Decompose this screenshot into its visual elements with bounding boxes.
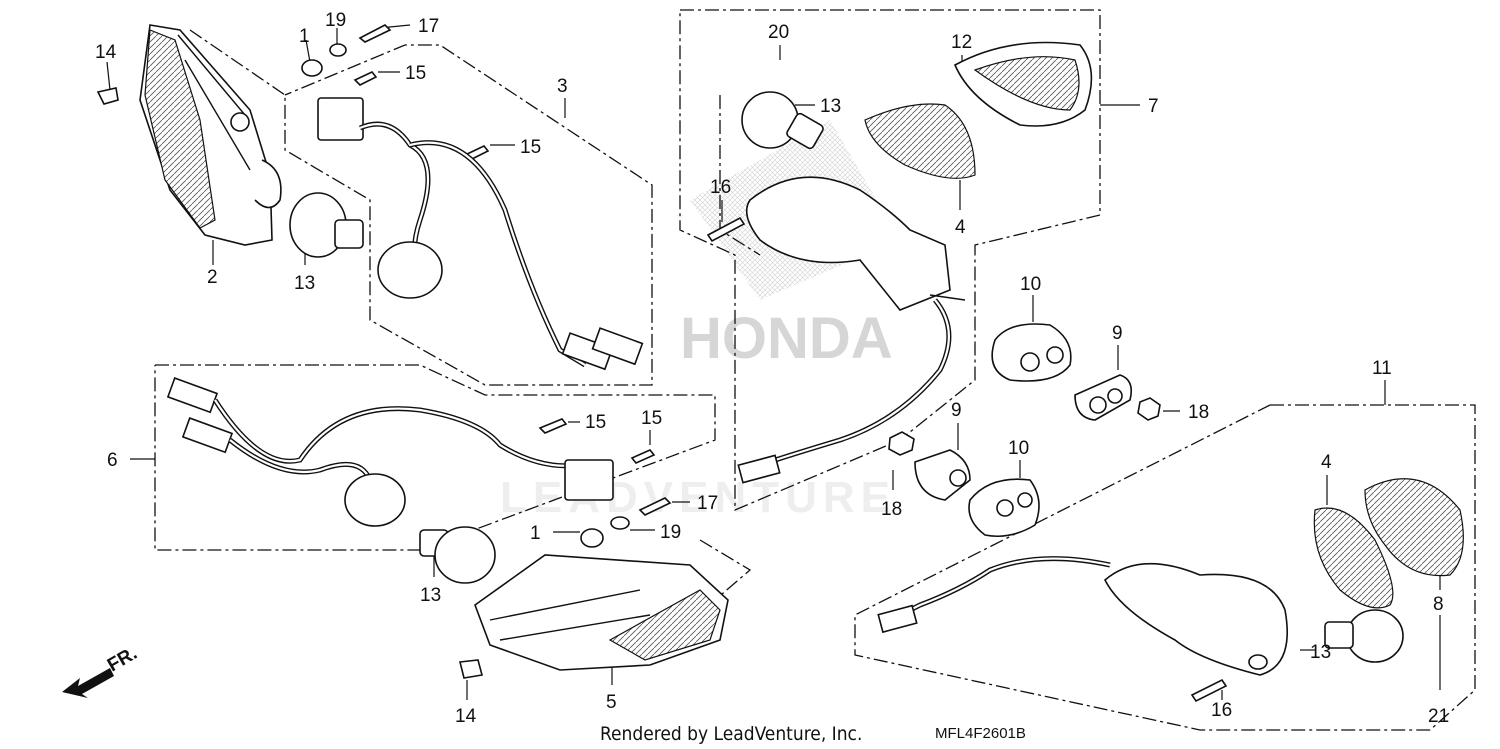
collar-lower bbox=[580, 528, 604, 548]
turn-signal-assembly-right bbox=[877, 556, 1288, 676]
nut-upper bbox=[1137, 397, 1161, 421]
callout-14a: 14 bbox=[95, 42, 117, 63]
rear-lens-group bbox=[864, 41, 1093, 179]
screw-15-top bbox=[353, 71, 378, 86]
turn-signal-lens-right bbox=[474, 554, 729, 671]
mount-collar-lower bbox=[914, 449, 971, 501]
callout-labels: 14 1 19 17 15 15 3 2 13 6 15 15 17 1 19 … bbox=[95, 10, 1449, 727]
callout-15d: 15 bbox=[641, 408, 662, 429]
callout-1a: 1 bbox=[299, 26, 310, 47]
assembly-outline-3 bbox=[189, 29, 653, 386]
callout-19b: 19 bbox=[660, 522, 681, 543]
callout-19a: 19 bbox=[325, 10, 346, 31]
washer-top bbox=[329, 43, 347, 57]
screw-15-lower-b bbox=[630, 449, 656, 464]
grommet-bottom bbox=[459, 659, 483, 679]
assembly-outline-7-20 bbox=[679, 9, 1101, 511]
callout-13b: 13 bbox=[420, 585, 441, 606]
callout-2: 2 bbox=[207, 267, 218, 288]
screw-17-top bbox=[358, 24, 392, 43]
callout-1b: 1 bbox=[530, 523, 541, 544]
grommet-top bbox=[96, 87, 119, 105]
callout-10a: 10 bbox=[1020, 274, 1041, 295]
callout-6: 6 bbox=[107, 450, 118, 471]
callout-14b: 14 bbox=[455, 706, 477, 727]
bulb-front-left bbox=[289, 192, 364, 258]
callout-17b: 17 bbox=[697, 493, 718, 514]
callout-15a: 15 bbox=[405, 63, 426, 84]
assembly-outline-11 bbox=[854, 404, 1476, 731]
footer-credit: Rendered by LeadVenture, Inc. bbox=[600, 723, 862, 745]
diagram-code: MFL4F2601B bbox=[935, 725, 1026, 742]
callout-20: 20 bbox=[768, 22, 789, 43]
callout-7: 7 bbox=[1148, 96, 1159, 117]
screw-16-top bbox=[706, 216, 746, 243]
washer-lower bbox=[610, 516, 630, 530]
callout-18b: 18 bbox=[881, 499, 902, 520]
turn-signal-lens-left bbox=[139, 24, 282, 246]
callout-3: 3 bbox=[557, 76, 568, 97]
wire-harness-left bbox=[317, 97, 644, 371]
callout-12: 12 bbox=[951, 32, 972, 53]
callout-18a: 18 bbox=[1188, 402, 1209, 423]
callout-16a: 16 bbox=[710, 177, 731, 198]
nut-lower bbox=[888, 431, 915, 456]
screw-16-bottom bbox=[1190, 678, 1228, 703]
callout-21: 21 bbox=[1428, 706, 1449, 727]
callout-13d: 13 bbox=[1310, 642, 1331, 663]
collar-top bbox=[301, 59, 323, 77]
callout-8: 8 bbox=[1433, 594, 1444, 615]
front-direction-arrow: FR. bbox=[62, 643, 141, 698]
mount-rubber-lower bbox=[968, 478, 1040, 538]
callout-13a: 13 bbox=[294, 273, 315, 294]
callout-11: 11 bbox=[1372, 358, 1392, 379]
callout-4a: 4 bbox=[955, 217, 966, 238]
lens-right-8 bbox=[1364, 478, 1464, 577]
callout-9a: 9 bbox=[1112, 323, 1123, 344]
callout-9b: 9 bbox=[951, 400, 962, 421]
screw-15-lower-a bbox=[538, 418, 568, 434]
honda-watermark-text: HONDA bbox=[680, 306, 893, 371]
callout-17a: 17 bbox=[418, 16, 439, 37]
callout-15b: 15 bbox=[520, 137, 541, 158]
assembly-outline-6 bbox=[154, 364, 716, 551]
callout-4b: 4 bbox=[1321, 452, 1332, 473]
callout-15c: 15 bbox=[585, 412, 606, 433]
bulb-rear-top bbox=[741, 91, 824, 150]
assembly-outline-5 bbox=[699, 539, 752, 601]
mount-collar-upper bbox=[1074, 374, 1133, 421]
screw-17-lower bbox=[638, 497, 672, 516]
callout-13c: 13 bbox=[820, 96, 841, 117]
mount-rubber-upper bbox=[991, 323, 1072, 382]
callout-10b: 10 bbox=[1008, 438, 1029, 459]
turn-signal-body-rear bbox=[737, 176, 966, 484]
callout-16b: 16 bbox=[1211, 700, 1232, 721]
bulb-rear-left bbox=[419, 526, 496, 584]
callout-5: 5 bbox=[606, 692, 617, 713]
bulb-rear-right bbox=[1324, 609, 1404, 663]
gasket-right bbox=[1313, 507, 1394, 609]
wire-harness-right bbox=[166, 377, 614, 527]
